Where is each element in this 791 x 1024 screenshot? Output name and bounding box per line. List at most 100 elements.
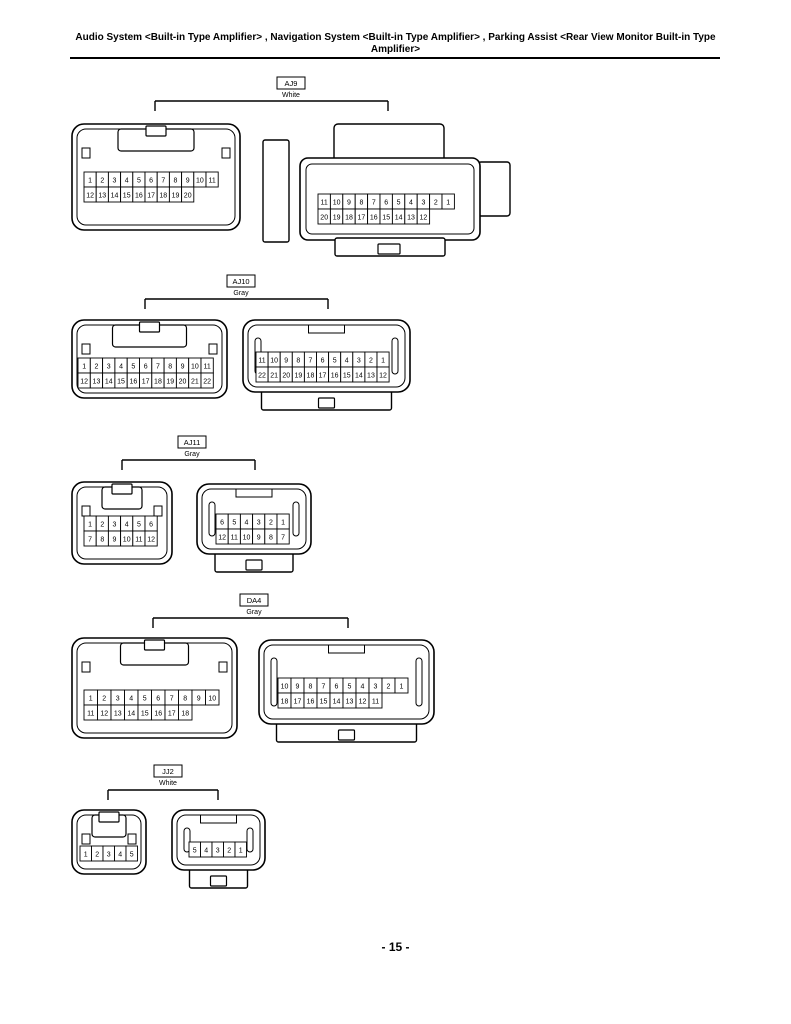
connector-code-box: [153, 764, 183, 778]
pin-label: 10: [243, 535, 251, 542]
pin-label: 2: [94, 364, 98, 371]
pin-label: 20: [282, 373, 290, 380]
pin-label: 12: [147, 537, 155, 544]
pin-label: 14: [127, 711, 135, 718]
pin-label: 5: [130, 852, 134, 859]
guide-notch: [127, 833, 137, 845]
key-slot: [328, 644, 365, 654]
pin-label: 21: [191, 379, 199, 386]
pin-label: 7: [281, 535, 285, 542]
pin-label: 17: [142, 379, 150, 386]
pin-label: 13: [98, 193, 106, 200]
pin-label: 2: [102, 696, 106, 703]
guide-notch: [153, 505, 163, 517]
guide-notch: [81, 505, 91, 517]
pin-label: 2: [100, 178, 104, 185]
guide-notch: [81, 147, 91, 159]
pin-cell: [234, 841, 247, 858]
pin-label: 16: [129, 379, 137, 386]
pin-label: 4: [125, 522, 129, 529]
side-bracket-left: [262, 139, 290, 243]
pin-label: 16: [307, 699, 315, 706]
pin-label: 12: [100, 711, 108, 718]
side-rail: [208, 501, 216, 537]
side-rail: [391, 337, 399, 375]
pin-label: 3: [374, 684, 378, 691]
pin-label: 3: [107, 364, 111, 371]
pin-label: 6: [149, 178, 153, 185]
pin-label: 15: [141, 711, 149, 718]
pin-label: 15: [382, 215, 390, 222]
connector-color: White: [159, 780, 177, 787]
pin-label: 13: [346, 699, 354, 706]
pin-label: 20: [320, 215, 328, 222]
pin-label: 11: [208, 178, 215, 185]
pin-label: 20: [184, 193, 192, 200]
pin-label: 2: [227, 848, 231, 855]
header-title-line1: Audio System <Built-in Type Amplifier> ,…: [75, 32, 716, 43]
pin-label: 18: [345, 215, 353, 222]
pin-label: 6: [156, 696, 160, 703]
page-header: Audio System <Built-in Type Amplifier> ,…: [0, 32, 791, 56]
pin-label: 7: [372, 200, 376, 207]
pin-label: 17: [294, 699, 302, 706]
pin-label: 14: [111, 193, 119, 200]
pin-label: 10: [196, 178, 204, 185]
pin-label: 7: [88, 537, 92, 544]
pin-label: 3: [216, 848, 220, 855]
pin-label: 4: [204, 848, 208, 855]
pin-label: 12: [420, 215, 428, 222]
pin-label: 12: [80, 379, 88, 386]
pin-label: 13: [367, 373, 375, 380]
lock-tab: [317, 397, 336, 409]
pin-label: 9: [257, 535, 261, 542]
pin-label: 19: [294, 373, 302, 380]
pin-label: 1: [84, 852, 88, 859]
pin-label: 1: [381, 358, 385, 365]
pin-label: 22: [203, 379, 211, 386]
pin-label: 1: [88, 522, 92, 529]
pin-label: 2: [269, 520, 273, 527]
pin-cell: [416, 208, 431, 225]
pin-label: 1: [89, 696, 93, 703]
connector-code: AJ9: [285, 79, 298, 88]
pin-label: 10: [333, 200, 341, 207]
pin-label: 1: [82, 364, 86, 371]
pin-label: 11: [258, 358, 265, 365]
pin-label: 16: [370, 215, 378, 222]
pin-label: 15: [343, 373, 351, 380]
pin-label: 2: [434, 200, 438, 207]
pin-label: 15: [320, 699, 328, 706]
pin-label: 16: [331, 373, 339, 380]
lock-tab: [337, 729, 356, 741]
pin-label: 8: [359, 200, 363, 207]
pin-cell: [205, 689, 220, 706]
guide-notch: [81, 661, 91, 673]
pin-label: 14: [333, 699, 341, 706]
pin-label: 21: [270, 373, 278, 380]
connector-color: Gray: [246, 609, 262, 616]
connector-color: White: [282, 92, 300, 99]
pin-label: 9: [284, 358, 288, 365]
pin-label: 13: [93, 379, 101, 386]
pin-label: 10: [208, 696, 216, 703]
pin-label: 15: [117, 379, 125, 386]
pin-label: 3: [421, 200, 425, 207]
pin-label: 5: [397, 200, 401, 207]
